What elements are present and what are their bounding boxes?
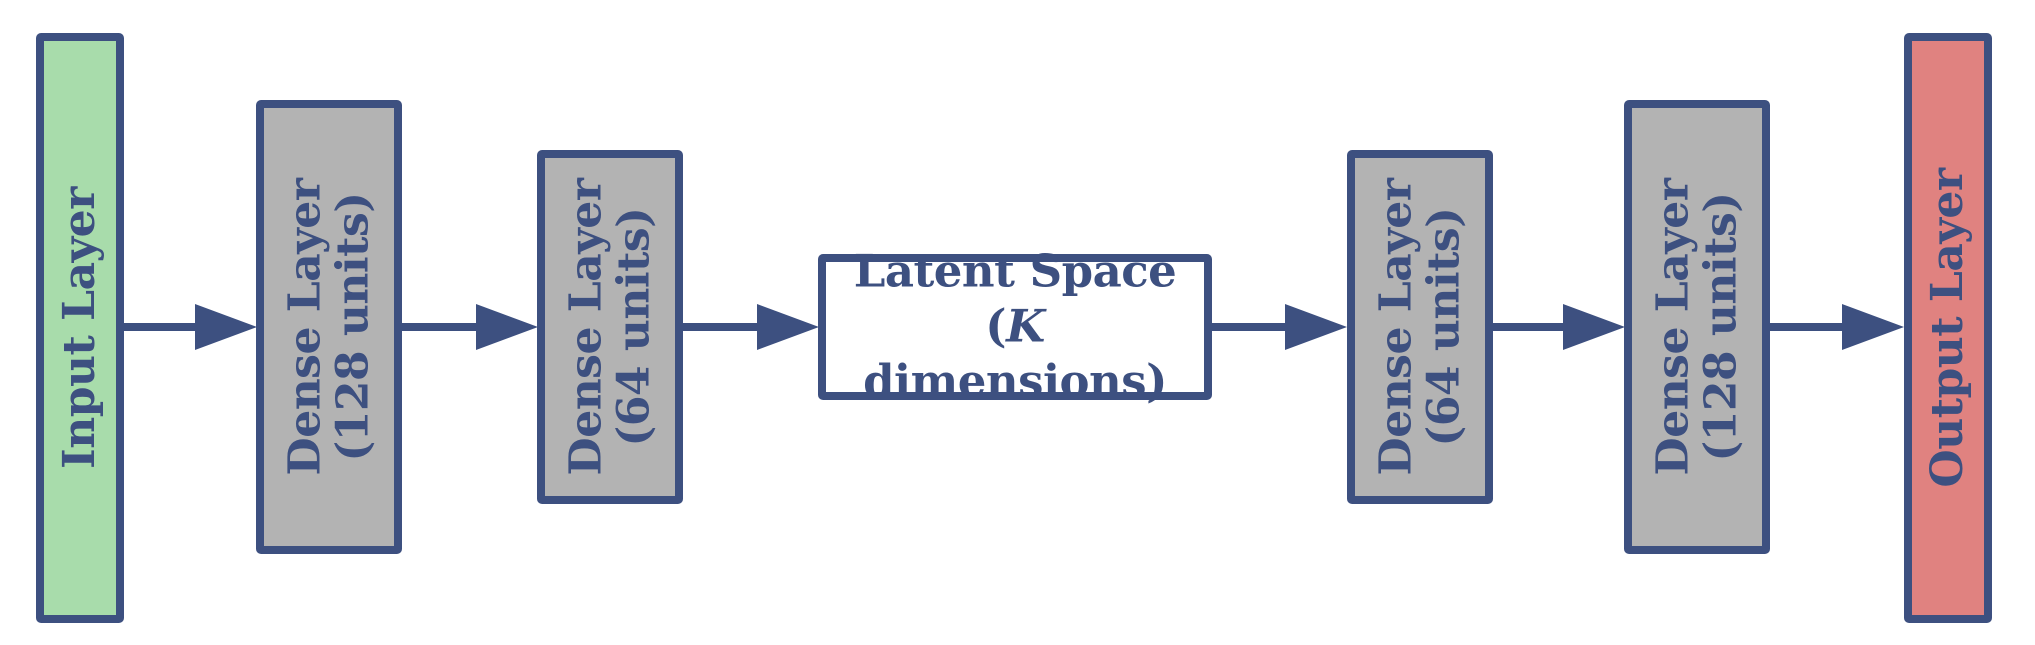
encoder-dense-64-label: Dense Layer (64 units): [560, 178, 659, 476]
decoder-dense-128-title: Dense Layer: [1647, 178, 1699, 476]
encoder-dense-64-title: Dense Layer: [560, 178, 612, 476]
arrow-dense3-to-dense4-line: [1493, 323, 1573, 331]
arrow-dense2-to-latent-head: [757, 304, 819, 350]
latent-space-box: Latent Space (K dimensions): [818, 245, 1212, 407]
input-layer-label: Input Layer: [54, 187, 106, 469]
decoder-dense-64-box: Dense Layer (64 units): [1347, 150, 1493, 504]
arrow-latent-to-dense3-head: [1285, 304, 1347, 350]
decoder-dense-64-title: Dense Layer: [1370, 178, 1422, 476]
encoder-dense-128-units: (128 units): [327, 192, 378, 462]
latent-space-dims: (K dimensions): [863, 299, 1167, 408]
output-layer-label: Output Layer: [1922, 168, 1974, 488]
encoder-dense-128-box: Dense Layer (128 units): [256, 100, 402, 554]
latent-space-title: Latent Space: [853, 244, 1177, 298]
arrow-latent-to-dense3-line: [1212, 323, 1292, 331]
input-layer-box: Input Layer: [36, 33, 124, 623]
decoder-dense-128-label: Dense Layer (128 units): [1647, 178, 1746, 476]
output-layer-box: Output Layer: [1904, 33, 1992, 623]
arrow-dense3-to-dense4-head: [1563, 304, 1625, 350]
encoder-dense-128-title: Dense Layer: [279, 178, 331, 476]
encoder-dense-64-box: Dense Layer (64 units): [537, 150, 683, 504]
arrow-dense1-to-dense2-line: [402, 323, 482, 331]
decoder-dense-64-units: (64 units): [1418, 207, 1469, 447]
decoder-dense-128-box: Dense Layer (128 units): [1624, 100, 1770, 554]
arrow-dense4-to-output-head: [1842, 304, 1904, 350]
encoder-dense-64-units: (64 units): [608, 207, 659, 447]
arrow-dense4-to-output-line: [1770, 323, 1850, 331]
decoder-dense-128-units: (128 units): [1695, 192, 1746, 462]
arrow-input-to-dense1-line: [124, 323, 204, 331]
encoder-dense-128-label: Dense Layer (128 units): [279, 178, 378, 476]
latent-space-label: Latent Space (K dimensions): [826, 245, 1204, 410]
arrow-input-to-dense1-head: [195, 304, 257, 350]
arrow-dense2-to-latent-line: [683, 323, 763, 331]
decoder-dense-64-label: Dense Layer (64 units): [1370, 178, 1469, 476]
arrow-dense1-to-dense2-head: [476, 304, 538, 350]
